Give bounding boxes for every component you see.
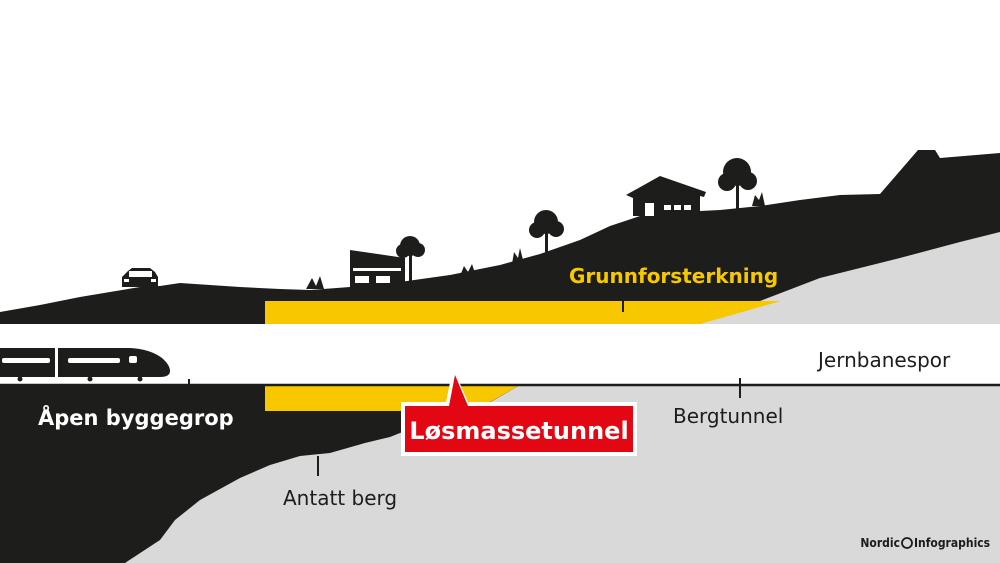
house-icon <box>350 250 405 288</box>
ground-upper <box>0 150 1000 324</box>
grunnforsterkning-label: Grunnforsterkning <box>569 264 778 288</box>
credit-logo-icon <box>901 537 913 549</box>
bush-icon <box>306 192 765 289</box>
credit: Nordic Infographics <box>860 536 990 550</box>
house-icon <box>626 176 706 216</box>
ground-lower <box>0 385 520 563</box>
apen-byggegrop-label: Åpen byggegrop <box>38 405 234 430</box>
credit-right: Infographics <box>914 536 990 550</box>
losmassetunnel-callout: Løsmassetunnel <box>401 368 637 456</box>
losmassetunnel-label: Løsmassetunnel <box>409 417 628 445</box>
grunnforsterkning-strip <box>265 301 781 324</box>
credit-left: Nordic <box>860 536 900 550</box>
tree-icon <box>529 210 564 252</box>
tree-icon <box>718 158 757 210</box>
car-icon <box>122 268 158 287</box>
bergtunnel-label: Bergtunnel <box>673 404 783 428</box>
jernbanespor-label: Jernbanespor <box>816 348 951 372</box>
tree-icon <box>396 236 425 282</box>
train-icon <box>0 348 170 382</box>
antatt-berg-label: Antatt berg <box>283 486 397 510</box>
